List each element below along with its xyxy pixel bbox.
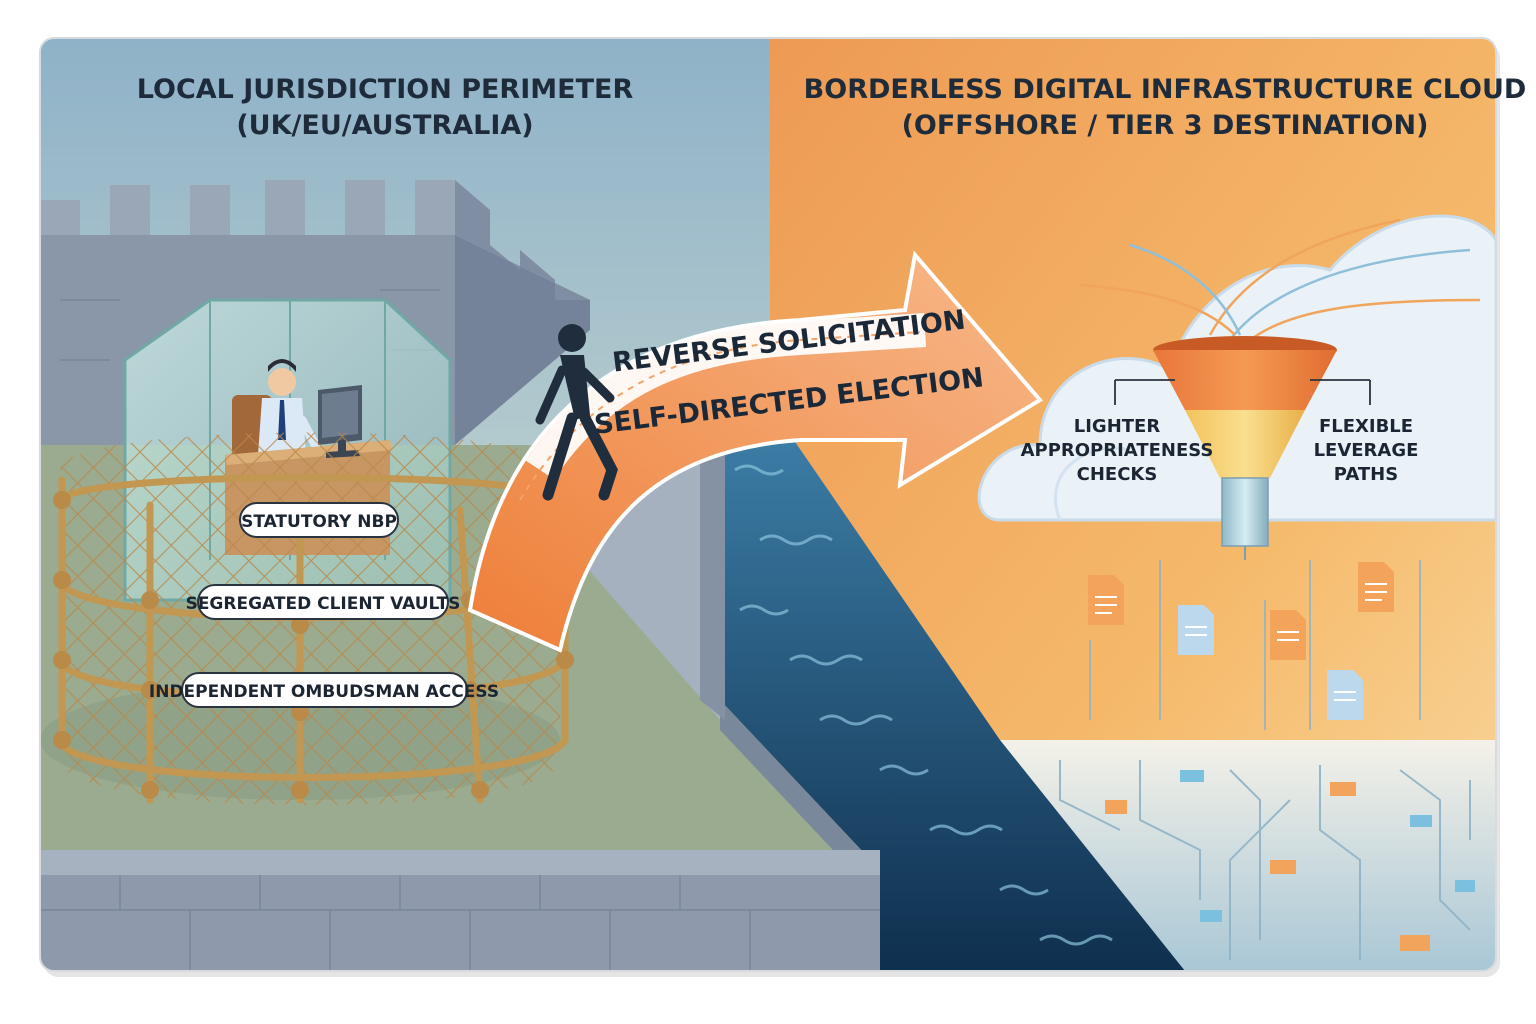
funnel-left-label-1: LIGHTER (1074, 416, 1161, 437)
water-waves (734, 464, 1113, 946)
funnel-right-label-1: FLEXIBLE (1319, 416, 1413, 437)
left-title-line1: LOCAL JURISDICTION PERIMETER (137, 74, 634, 105)
front-wall (40, 850, 880, 971)
circuit-icon (1059, 760, 1471, 960)
protection-label: STATUTORY NBP (241, 512, 397, 532)
right-title-line1: BORDERLESS DIGITAL INFRASTRUCTURE CLOUD (804, 74, 1527, 105)
document-icon (1088, 562, 1394, 720)
protection-label: SEGREGATED CLIENT VAULTS (186, 594, 461, 614)
protection-pill: SEGREGATED CLIENT VAULTS (186, 584, 461, 620)
data-lines (1089, 560, 1421, 730)
funnel-left-label-2: APPROPRIATENESS (1021, 440, 1214, 461)
protection-pill: INDEPENDENT OMBUDSMAN ACCESS (149, 672, 499, 708)
circuit-chips (1105, 770, 1475, 951)
right-title-line2: (OFFSHORE / TIER 3 DESTINATION) (902, 110, 1429, 141)
left-title-line2: (UK/EU/AUSTRALIA) (236, 110, 533, 141)
walking-person-icon (535, 324, 618, 501)
funnel-right-label-3: PATHS (1334, 464, 1398, 485)
funnel-right-label-2: LEVERAGE (1314, 440, 1419, 461)
funnel-callout-lines (1114, 379, 1371, 405)
protection-pill: STATUTORY NBP (239, 502, 399, 538)
circuit-floor (990, 740, 1496, 971)
data-streams (1079, 218, 1481, 342)
water-channel (700, 420, 1185, 971)
protection-label: INDEPENDENT OMBUDSMAN ACCESS (149, 682, 499, 702)
funnel-icon (1153, 336, 1337, 560)
funnel-left-label-3: CHECKS (1077, 464, 1158, 485)
